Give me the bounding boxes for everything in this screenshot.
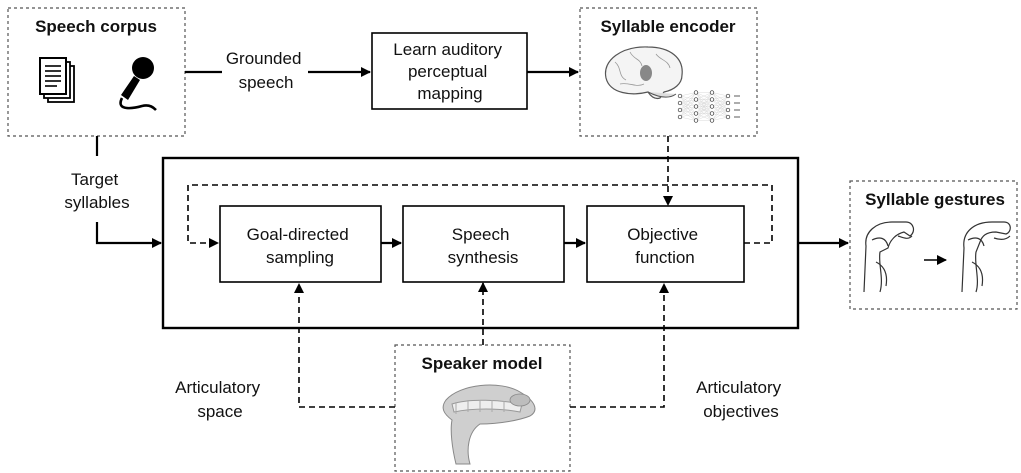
svg-text:Speech synthesis: Speech synthesis	[448, 225, 519, 267]
speaker-3d-model-icon	[442, 384, 536, 465]
speech-corpus-title: Speech corpus	[35, 17, 157, 36]
svg-text:Objective function: Objective function	[627, 225, 703, 267]
syllable-gestures-title: Syllable gestures	[865, 190, 1005, 209]
syllable-encoder-box: Syllable encoder	[579, 7, 758, 137]
microphone-icon	[119, 57, 157, 111]
speaker-model-box: Speaker model	[394, 344, 571, 472]
syllable-gestures-box: Syllable gestures	[849, 180, 1018, 310]
learn-mapping-box: Learn auditory perceptual mapping	[371, 32, 528, 110]
document-stack-icon	[39, 57, 75, 103]
goal-directed-sampling-box: Goal-directed sampling	[219, 205, 382, 283]
speaker-model-title: Speaker model	[422, 354, 543, 373]
target-syllables-label: Target syllables	[64, 170, 129, 212]
brain-icon	[604, 46, 683, 100]
articulatory-objectives-label: Articulatory objectives	[696, 378, 786, 421]
svg-text:Learn auditory perceptua: Learn auditory perceptual mapping	[393, 40, 506, 103]
objective-function-box: Objective function	[586, 205, 745, 283]
articulatory-space-arrow	[294, 283, 395, 408]
syllable-encoder-title: Syllable encoder	[600, 17, 735, 36]
grounded-speech-label: Grounded speech	[226, 49, 306, 92]
svg-text:Goal-directed sampling: Goal-directed sampling	[247, 225, 354, 267]
vocal-tract-icon	[863, 221, 915, 293]
speech-synthesis-box: Speech synthesis	[402, 205, 565, 283]
articulatory-space-label: Articulatory space	[175, 378, 265, 421]
vocal-tract-icon	[961, 221, 1011, 293]
feedback-loop-arrow	[187, 184, 773, 248]
neural-network-icon	[677, 90, 740, 123]
speech-corpus-box: Speech corpus	[7, 7, 186, 137]
target-syllables-arrow	[95, 222, 162, 248]
articulatory-objectives-arrow	[570, 283, 669, 408]
